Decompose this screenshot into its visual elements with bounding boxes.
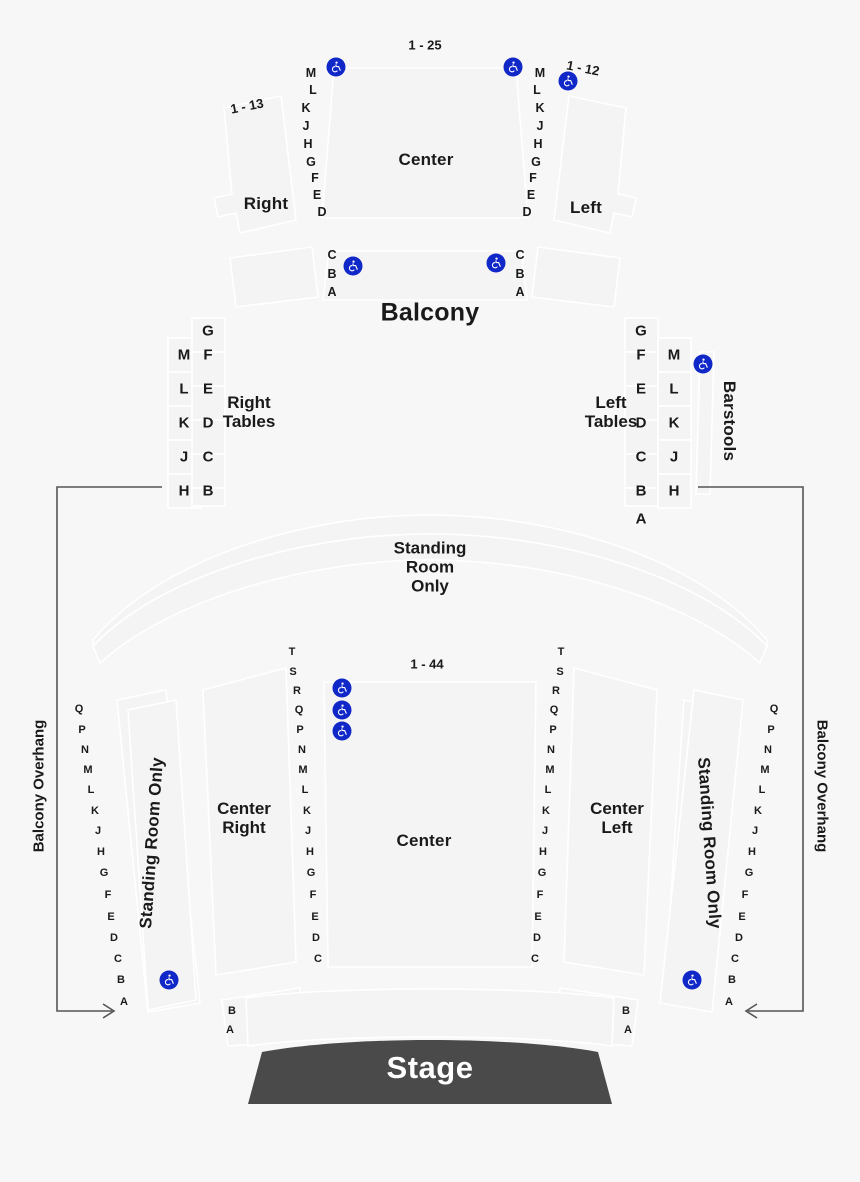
wheelchair-icon-balcony-center-left[interactable]: [503, 57, 523, 77]
balcony-right-lower: [229, 246, 319, 308]
standing-room-right: [127, 699, 197, 1011]
balcony-left-lower: [531, 246, 621, 308]
balcony-overhang-brackets: [56, 486, 804, 1019]
floor-center-left: [563, 666, 658, 976]
overhang-arrow-right: [102, 1003, 116, 1019]
wheelchair-icon-balcony-lower-left[interactable]: [486, 253, 506, 273]
floor-center: [323, 681, 537, 968]
floor-center-right: [202, 666, 297, 976]
left-tables-grid: [624, 317, 692, 509]
balcony-right-section: [213, 95, 297, 234]
wheelchair-icon-standing-room-right[interactable]: [159, 970, 179, 990]
floor-outer-left: [659, 689, 744, 1013]
overhang-arrow-left: [744, 1003, 758, 1019]
wheelchair-icon-balcony-center-right[interactable]: [326, 57, 346, 77]
balcony-center-lower: [322, 250, 528, 301]
wheelchair-icon-floor-center-row-R[interactable]: [332, 678, 352, 698]
stage-shape: [248, 1040, 612, 1104]
wheelchair-icon-floor-center-row-P[interactable]: [332, 721, 352, 741]
right-tables-grid: [167, 317, 226, 509]
wheelchair-icon-standing-room-left[interactable]: [682, 970, 702, 990]
balcony-center-section: [321, 67, 529, 219]
wheelchair-icon-barstools[interactable]: [693, 354, 713, 374]
overhang-bracket-right: [56, 486, 162, 1012]
barstools-strip: [695, 351, 715, 495]
standing-room-top-fill: [92, 533, 768, 665]
wheelchair-icon-floor-center-row-Q[interactable]: [332, 700, 352, 720]
wheelchair-icon-balcony-left-wing[interactable]: [558, 71, 578, 91]
wheelchair-icon-balcony-lower-right[interactable]: [343, 256, 363, 276]
balcony-left-section: [553, 95, 637, 234]
floor-front-center: [245, 988, 615, 1047]
overhang-bracket-left: [698, 486, 804, 1012]
